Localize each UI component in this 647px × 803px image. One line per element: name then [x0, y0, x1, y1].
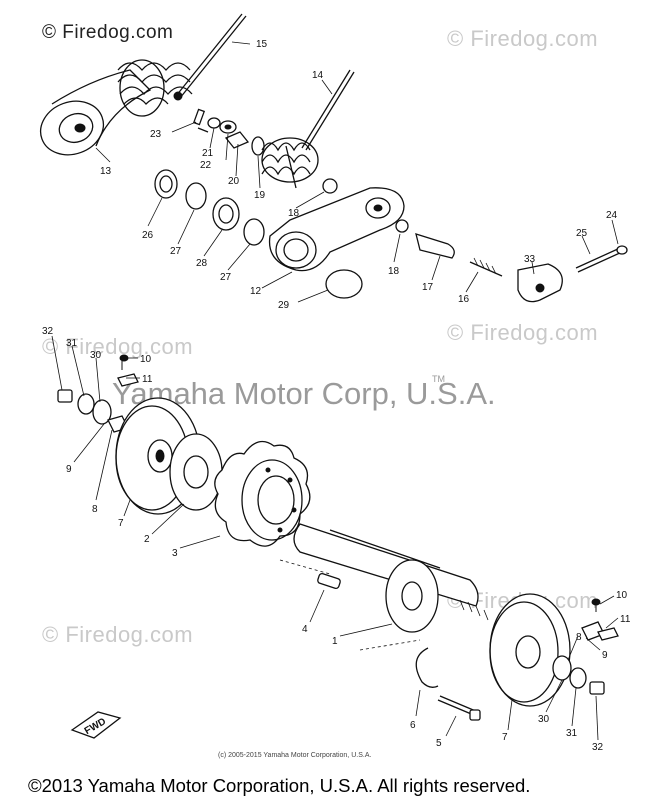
sprocket-3	[214, 440, 311, 547]
forward-arrow: FWD	[70, 711, 122, 739]
right-bolt-stack	[552, 598, 619, 695]
label-6: 6	[410, 720, 416, 731]
label-9-left: 9	[66, 464, 72, 475]
label-25: 25	[576, 228, 588, 239]
label-1: 1	[332, 636, 338, 647]
label-11-left: 11	[142, 374, 153, 385]
label-16: 16	[458, 294, 470, 305]
axle-parts-right	[395, 219, 503, 277]
label-18-bottom: 18	[388, 266, 400, 277]
label-12: 12	[250, 286, 262, 297]
label-7-left: 7	[118, 518, 124, 529]
leader-lines	[51, 41, 619, 741]
label-8-left: 8	[92, 504, 98, 515]
label-32-right: 32	[592, 742, 604, 753]
label-14: 14	[312, 70, 324, 81]
label-8-right: 8	[576, 632, 582, 643]
label-18-top: 18	[288, 208, 300, 219]
label-30-right: 30	[538, 714, 550, 725]
top-spring	[117, 59, 193, 117]
watermark-mid-left: © Firedog.com	[42, 334, 194, 359]
watermark-mid-right: © Firedog.com	[447, 320, 599, 345]
label-26: 26	[142, 230, 154, 241]
part-12-arm-plate	[268, 187, 405, 299]
link-33-25-24	[517, 245, 628, 303]
label-23: 23	[150, 129, 162, 140]
label-24: 24	[606, 210, 618, 221]
part-14-rod-spring	[261, 69, 355, 194]
right-drum-7	[489, 593, 571, 707]
label-17: 17	[422, 282, 434, 293]
label-27-b: 27	[220, 272, 232, 283]
part-number-labels: 15 14 13 23 21 22 20 19 18 26 27 28 27 1…	[42, 39, 631, 753]
bearings-circlips	[154, 169, 265, 246]
watermark-top-right: © Firedog.com	[447, 26, 599, 51]
corp-tm: TM	[432, 374, 445, 384]
label-28: 28	[196, 258, 208, 269]
watermark-top-left: © Firedog.com	[42, 22, 174, 43]
label-3: 3	[172, 548, 178, 559]
left-bolt-stack	[57, 354, 139, 433]
watermark-low-left: © Firedog.com	[42, 622, 194, 647]
label-4: 4	[302, 624, 308, 635]
label-2: 2	[144, 534, 150, 545]
part-13-housing	[39, 69, 152, 156]
label-11-right: 11	[620, 614, 631, 625]
label-13: 13	[100, 166, 112, 177]
axle-shaft-1	[279, 523, 489, 651]
label-20: 20	[228, 176, 240, 187]
label-19: 19	[254, 190, 266, 201]
label-32-left: 32	[42, 326, 54, 337]
part-15-rod	[175, 13, 247, 99]
pin-4	[317, 572, 341, 590]
label-15: 15	[256, 39, 268, 50]
label-31-left: 31	[66, 338, 78, 349]
copyright-footer: ©2013 Yamaha Motor Corporation, U.S.A. A…	[28, 775, 531, 796]
label-5: 5	[436, 738, 442, 749]
circlip-6-bolt-5	[415, 647, 481, 721]
label-7-right: 7	[502, 732, 508, 743]
label-9-right: 9	[602, 650, 608, 661]
label-22: 22	[200, 160, 212, 171]
label-33: 33	[524, 254, 536, 265]
label-31-right: 31	[566, 728, 578, 739]
label-10-left: 10	[140, 354, 152, 365]
label-21: 21	[202, 148, 214, 159]
plate-2	[169, 433, 223, 511]
label-10-right: 10	[616, 590, 628, 601]
label-27-a: 27	[170, 246, 182, 257]
label-30-left: 30	[90, 350, 102, 361]
label-29: 29	[278, 300, 290, 311]
small-copyright: (c) 2005-2015 Yamaha Motor Corporation, …	[218, 752, 372, 759]
